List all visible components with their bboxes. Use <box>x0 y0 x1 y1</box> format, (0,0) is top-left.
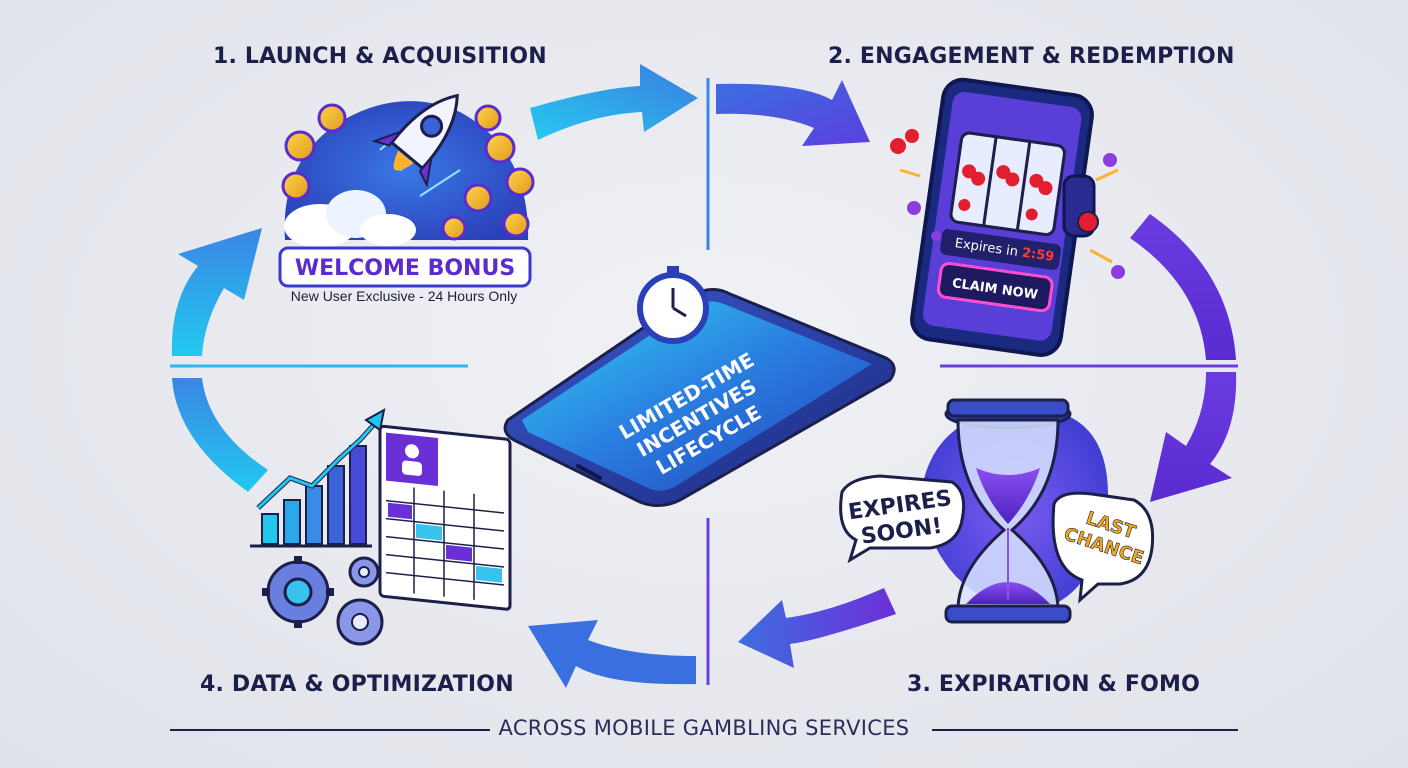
welcome-bonus-text: WELCOME BONUS <box>295 256 515 281</box>
arrow-left-lower <box>172 378 268 492</box>
footer-caption: ACROSS MOBILE GAMBLING SERVICES <box>498 716 910 740</box>
arrow-to-data <box>528 620 696 688</box>
expiration-illustration <box>839 398 1155 624</box>
arrow-to-engagement <box>716 80 870 146</box>
arrow-to-launch <box>171 228 262 356</box>
stage-4-title: 4. DATA & OPTIMIZATION <box>200 672 514 697</box>
arrow-launch-to-engagement <box>530 64 698 140</box>
data-illustration <box>250 408 512 646</box>
launch-illustration <box>281 93 535 248</box>
arrow-expiration-to-data <box>738 588 896 668</box>
arrow-right-upper <box>1130 214 1236 360</box>
arrow-to-expiration <box>1150 372 1237 502</box>
stage-1-title: 1. LAUNCH & ACQUISITION <box>213 44 547 69</box>
stage-3-title: 3. EXPIRATION & FOMO <box>907 672 1201 697</box>
stage-2-title: 2. ENGAGEMENT & REDEMPTION <box>828 44 1235 69</box>
engagement-illustration: Expires in 2:59 CLAIM NOW <box>890 77 1125 357</box>
center-phone <box>503 266 896 507</box>
welcome-subtitle: New User Exclusive - 24 Hours Only <box>290 288 518 304</box>
expires-timer: 2:59 <box>1021 246 1055 265</box>
welcome-bonus-badge <box>278 246 532 288</box>
